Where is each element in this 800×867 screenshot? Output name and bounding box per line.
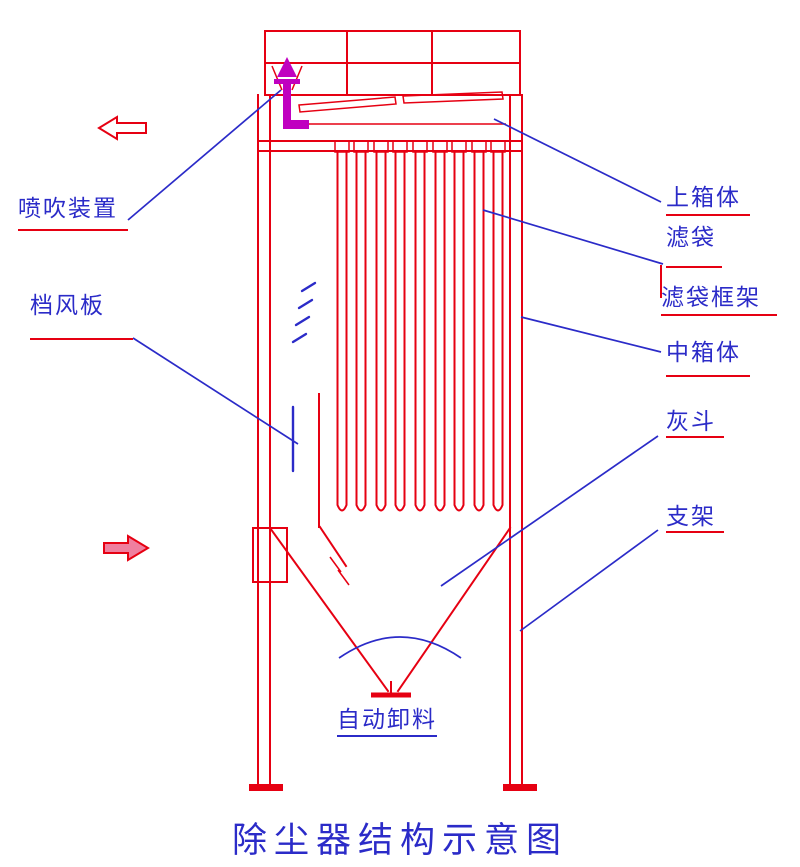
pulse-jet-pipe [274, 57, 506, 129]
label-filter-bag: 滤袋 [666, 226, 722, 269]
diagram-title: 除尘器结构示意图 [231, 821, 568, 861]
upper-box [264, 30, 521, 96]
pulse-jet-up-arrow-icon [277, 57, 297, 77]
tube-sheet [257, 140, 523, 152]
leader-lines [127, 89, 664, 632]
label-filter-bag-frame: 滤袋框架 [661, 286, 777, 317]
hopper-arc [338, 636, 462, 659]
top-plates [298, 91, 504, 113]
label-ash-hopper: 灰斗 [666, 410, 724, 439]
venturi [271, 65, 303, 91]
inlet-flow-right-arrow-icon [103, 534, 150, 562]
discharge-valve [371, 681, 411, 698]
airflow-dashes [291, 281, 317, 473]
right-foot [503, 784, 537, 791]
label-middle-box: 中箱体 [666, 341, 750, 378]
left-foot [249, 784, 283, 791]
label-support-frame: 支架 [666, 505, 724, 534]
label-blow-device: 喷吹装置 [18, 197, 128, 232]
wind-baffle [318, 393, 350, 586]
outlet-flow-left-arrow-icon [97, 115, 147, 141]
filter-bags [336, 151, 504, 512]
ash-hopper [268, 526, 512, 693]
label-wind-baffle: 档风板 [30, 294, 133, 341]
label-upper-box: 上箱体 [666, 186, 750, 217]
label-auto-discharge: 自动卸料 [337, 708, 437, 738]
bag-caps [334, 140, 506, 153]
body-walls-and-legs [249, 94, 537, 791]
